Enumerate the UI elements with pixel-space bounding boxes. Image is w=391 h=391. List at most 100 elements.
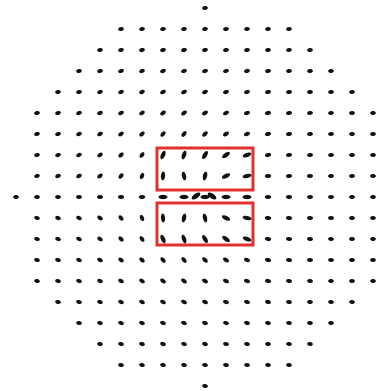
director-dot	[349, 300, 355, 304]
director-dot	[307, 258, 313, 263]
director-dot	[265, 110, 272, 115]
director-dot	[265, 299, 272, 304]
director-dot	[243, 257, 250, 263]
director-dot	[349, 195, 355, 199]
director-dot	[264, 152, 271, 157]
director-dot	[139, 68, 146, 74]
director-dot	[117, 257, 124, 264]
director-dot	[118, 68, 125, 74]
director-dot	[139, 214, 145, 222]
director-dot	[201, 278, 209, 285]
director-dot	[222, 89, 229, 95]
director-dot	[76, 299, 83, 304]
director-dot	[138, 110, 145, 117]
director-dot	[223, 341, 230, 346]
director-dot	[76, 131, 83, 137]
director-dot	[160, 47, 167, 52]
director-dot	[55, 195, 61, 199]
director-dot	[159, 256, 166, 264]
director-dot	[244, 363, 250, 368]
director-dot	[222, 110, 229, 116]
director-dot	[138, 278, 145, 285]
director-dot	[202, 47, 209, 52]
director-dot	[96, 257, 103, 263]
director-dot	[202, 320, 209, 326]
director-dot	[286, 321, 292, 326]
director-dot	[349, 216, 355, 220]
director-dot	[180, 256, 187, 264]
director-dot	[181, 150, 188, 160]
director-dot	[307, 237, 313, 241]
director-dot	[244, 320, 251, 325]
director-dot	[328, 69, 334, 73]
director-dot	[370, 153, 376, 157]
director-dot	[328, 132, 334, 136]
director-dot	[181, 363, 187, 368]
director-dot	[76, 257, 83, 263]
director-dot	[202, 27, 208, 32]
director-dot	[201, 234, 209, 244]
director-dot	[222, 278, 229, 284]
director-dot	[349, 153, 355, 157]
director-dot	[34, 152, 41, 157]
director-dot	[97, 89, 104, 95]
director-dot	[223, 363, 229, 368]
director-dot	[370, 195, 376, 199]
director-dot	[139, 363, 145, 368]
director-dot	[139, 341, 146, 346]
director-dot	[264, 131, 271, 136]
director-dot	[34, 215, 41, 220]
director-dot	[265, 195, 271, 199]
director-dot	[264, 236, 271, 241]
director-dot	[34, 257, 40, 262]
director-dot	[244, 342, 250, 347]
director-dot	[159, 234, 166, 244]
director-dot	[118, 320, 125, 326]
director-dot	[180, 110, 188, 117]
director-dot	[243, 278, 250, 284]
director-dot	[202, 363, 208, 368]
director-dot	[242, 215, 252, 221]
director-dot	[139, 195, 146, 199]
director-dot	[55, 236, 62, 242]
director-dot	[159, 299, 166, 305]
director-dot	[201, 195, 210, 199]
director-dot	[97, 299, 104, 305]
director-dot	[180, 89, 187, 95]
director-dot	[265, 89, 272, 94]
director-dot	[243, 131, 250, 137]
director-dot	[370, 279, 376, 283]
director-dot	[242, 235, 252, 242]
director-dot	[76, 110, 83, 116]
director-dot	[55, 131, 62, 137]
director-dot	[55, 257, 62, 263]
director-dot	[223, 27, 229, 32]
director-dot	[96, 278, 103, 284]
director-dot	[307, 279, 313, 284]
director-dot	[55, 152, 62, 158]
director-dot	[286, 153, 293, 158]
director-dot	[349, 174, 355, 178]
director-dot	[13, 195, 19, 199]
director-dot	[265, 69, 271, 74]
director-dot	[117, 110, 124, 116]
director-dot	[118, 195, 124, 199]
director-dot	[181, 27, 187, 32]
director-dot	[201, 256, 209, 264]
director-dot	[139, 151, 146, 159]
director-dot	[349, 237, 355, 241]
director-dot	[161, 213, 166, 222]
director-dot	[328, 237, 334, 241]
director-dot	[117, 151, 124, 158]
director-dot	[307, 132, 313, 137]
director-dot	[202, 68, 209, 74]
director-dot	[222, 131, 230, 138]
director-dot	[117, 131, 124, 138]
director-dot	[76, 320, 82, 325]
director-dot	[76, 278, 83, 284]
director-dot	[286, 111, 293, 116]
director-dot	[223, 68, 230, 73]
director-dot	[370, 216, 376, 220]
director-dot	[97, 320, 104, 325]
director-dot	[138, 130, 145, 137]
